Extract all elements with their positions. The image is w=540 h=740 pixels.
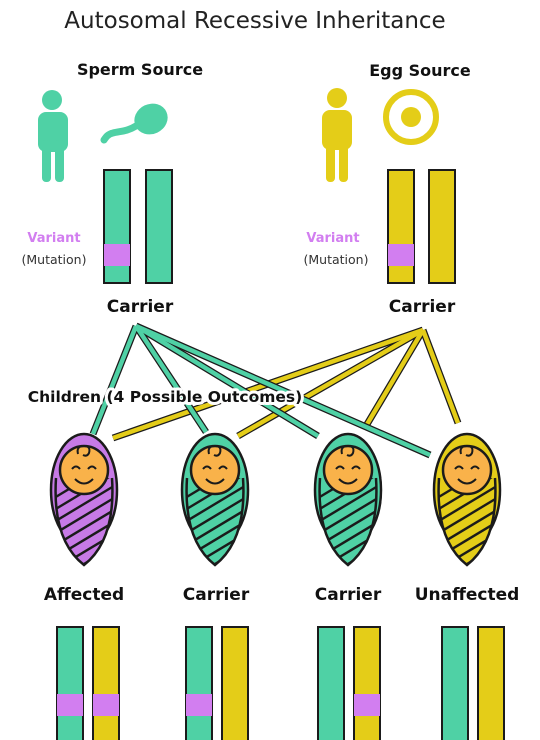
baby-icon — [427, 434, 507, 600]
diagram-title: Autosomal Recessive Inheritance — [64, 8, 445, 34]
children-chromosome-pairs — [57, 627, 504, 740]
sperm-allele-chromosome — [318, 627, 344, 740]
egg-allele-chromosome — [354, 627, 380, 740]
sperm-variant-label: Variant — [27, 231, 80, 246]
outcome-label-carrier-1: Carrier — [183, 585, 250, 605]
child-chromosome-pair — [186, 627, 248, 740]
child-chromosome-pair — [57, 627, 119, 740]
children-heading: Children (4 Possible Outcomes) — [28, 388, 303, 406]
egg-chromosome-pair — [388, 170, 455, 283]
sperm-icon — [104, 98, 173, 140]
outcome-label-affected: Affected — [44, 585, 124, 605]
female-person-icon — [322, 88, 352, 182]
egg-source-label: Egg Source — [369, 61, 471, 80]
egg-allele-chromosome — [478, 627, 504, 740]
male-person-icon — [38, 90, 68, 182]
baby-icon — [44, 434, 124, 600]
egg-allele-chromosome — [93, 627, 119, 740]
outcome-label-unaffected: Unaffected — [415, 585, 520, 605]
sperm-carrier-status: Carrier — [107, 297, 174, 317]
baby-icon — [308, 434, 388, 600]
egg-allele-chromosome — [222, 627, 248, 740]
child-chromosome-pair — [442, 627, 504, 740]
egg-variant-label: Variant — [306, 231, 359, 246]
egg-icon — [386, 92, 436, 142]
child-chromosome-pair — [318, 627, 380, 740]
children-babies — [44, 434, 507, 600]
egg-mutation-label: (Mutation) — [304, 252, 369, 267]
sperm-chromosome-pair — [104, 170, 172, 283]
sperm-allele-chromosome — [57, 627, 83, 740]
baby-icon — [175, 434, 255, 600]
sperm-allele-chromosome — [186, 627, 212, 740]
sperm-source-label: Sperm Source — [77, 60, 203, 79]
egg-carrier-status: Carrier — [389, 297, 456, 317]
sperm-allele-chromosome — [442, 627, 468, 740]
outcome-label-carrier-2: Carrier — [315, 585, 382, 605]
sperm-mutation-label: (Mutation) — [22, 252, 87, 267]
